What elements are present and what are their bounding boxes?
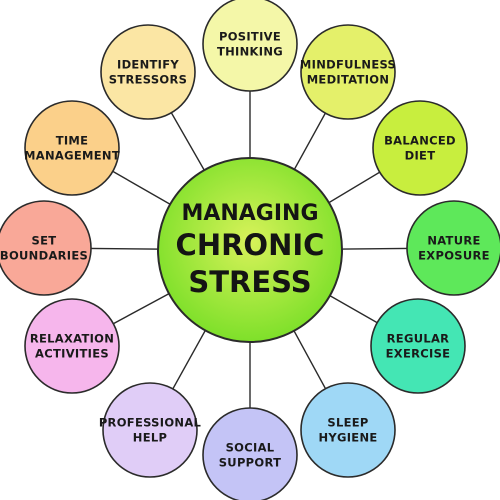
node-label: STRESSORS [109,73,188,87]
node-circle [202,0,298,92]
node-label: IDENTIFY [117,58,179,72]
node-label: MINDFULNESS [300,58,396,72]
node-label: SLEEP [327,416,368,430]
center-title-line: STRESS [188,265,311,299]
node-label: SOCIAL [226,441,275,455]
node-label: THINKING [217,45,283,59]
node-label: MANAGEMENT [24,149,120,163]
node-label: SET [32,234,57,248]
center-circle [157,157,343,343]
node-label: SUPPORT [219,456,282,470]
node-circle [370,298,466,394]
center-title-line: MANAGING [181,201,318,226]
node-circle [100,24,196,120]
node-label: POSITIVE [219,30,281,44]
node-label: HELP [133,431,167,445]
node-label: MEDITATION [307,73,390,87]
node-label: HYGIENE [318,431,377,445]
node-label: EXERCISE [386,347,451,361]
node-label: BALANCED [384,134,456,148]
node-label: REGULAR [387,332,450,346]
node-circle [300,24,396,120]
node-circle [24,100,120,196]
node-label: PROFESSIONAL [99,416,202,430]
node-circle [102,382,198,478]
node-circle [24,298,120,394]
node-label: DIET [405,149,436,163]
node-label: NATURE [427,234,480,248]
node-circle [202,407,298,500]
node-label: RELAXATION [30,332,114,346]
node-label: ACTIVITIES [35,347,109,361]
node-circle [372,100,468,196]
node-circle [0,200,92,296]
node-label: TIME [56,134,89,148]
center-title-line: CHRONIC [176,228,325,262]
node-label: BOUNDARIES [0,249,88,263]
node-circle [406,200,500,296]
node-circle [300,382,396,478]
node-label: EXPOSURE [418,249,490,263]
